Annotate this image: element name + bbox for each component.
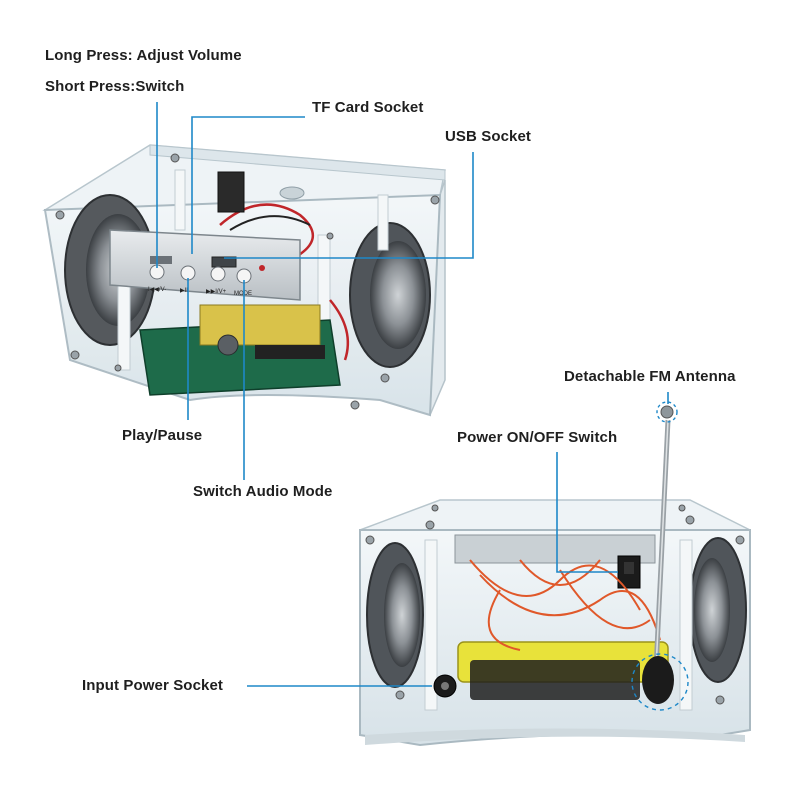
label-switch-audio-mode: Switch Audio Mode [193,483,333,500]
label-long-press: Long Press: Adjust Volume [45,47,242,64]
label-short-press: Short Press:Switch [45,78,185,95]
btn-play-text: ▶II [180,288,188,294]
btn-mode-text: MODE [234,291,252,297]
chip [255,345,325,359]
antenna-base [642,656,674,704]
btn-play [180,265,196,281]
btn-next-text: ▶▶I/V+ [206,289,227,295]
antenna-tip-highlight [656,401,678,423]
btn-prev-text: I◀◀/V- [148,287,166,293]
bottom-speaker-box [359,405,751,747]
top-rocker-switch [217,171,245,213]
label-input-power-socket: Input Power Socket [82,677,223,694]
label-power-switch: Power ON/OFF Switch [457,429,618,446]
antenna-base-highlight [631,653,689,711]
label-fm-antenna: Detachable FM Antenna [564,368,736,385]
label-tf-card-socket: TF Card Socket [312,99,424,116]
btn-next [210,266,226,282]
capacitor [199,304,321,346]
label-usb-socket: USB Socket [445,128,532,145]
label-play-pause: Play/Pause [122,427,203,444]
callout-lines [156,102,669,687]
usb-port [211,256,237,268]
top-speaker-box: I◀◀/V- ▶II ▶▶I/V+ MODE [42,144,446,417]
